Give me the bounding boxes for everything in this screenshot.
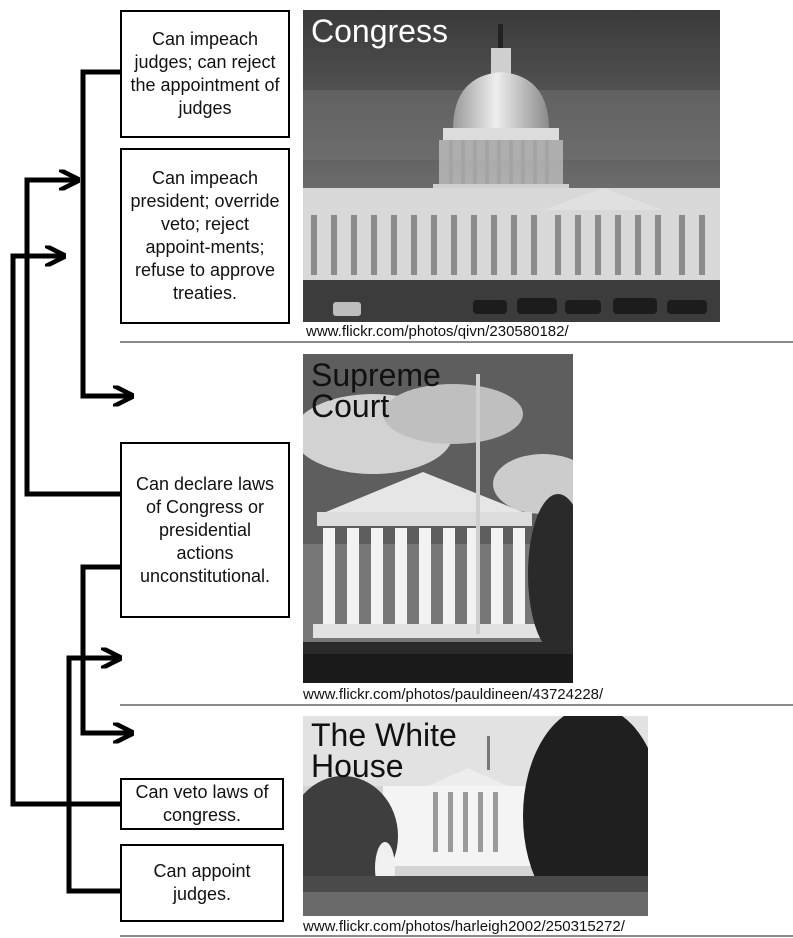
box-impeach-president-text: Can impeach president; override veto; re… — [130, 168, 280, 303]
supreme-court-title: Supreme Court — [311, 357, 441, 424]
congress-credit: www.flickr.com/photos/qivn/230580182/ — [306, 323, 569, 340]
box-impeach-president: Can impeach president; override veto; re… — [120, 148, 290, 324]
white-house-building-image — [303, 716, 648, 916]
arrow-court-to-whitehouse — [80, 564, 132, 733]
white-house-title-line1: The White — [311, 717, 457, 753]
congress-photo: Congress — [303, 10, 720, 322]
arrow-congress-to-court — [80, 69, 132, 396]
white-house-photo: The White House — [303, 716, 648, 916]
supreme-court-building-image — [303, 354, 573, 683]
white-house-title: The White House — [311, 717, 457, 784]
box-veto-laws-text: Can veto laws of congress. — [135, 782, 269, 825]
divider-white-house — [120, 935, 793, 937]
supreme-court-title-line1: Supreme — [311, 357, 441, 393]
box-impeach-judges: Can impeach judges; can reject the appoi… — [120, 10, 290, 138]
box-appoint-judges: Can appoint judges. — [120, 844, 284, 922]
divider-congress — [120, 341, 793, 343]
supreme-court-credit: www.flickr.com/photos/pauldineen/4372422… — [303, 686, 604, 703]
box-impeach-judges-text: Can impeach judges; can reject the appoi… — [130, 29, 280, 118]
arrow-appoint-to-court — [66, 658, 122, 894]
box-veto-laws: Can veto laws of congress. — [120, 778, 284, 830]
capitol-building-image — [303, 10, 720, 322]
white-house-title-line2: House — [311, 748, 404, 784]
box-declare-unconstitutional: Can declare laws of Congress or presiden… — [120, 442, 290, 618]
divider-supreme-court — [120, 704, 793, 706]
supreme-court-title-line2: Court — [311, 388, 390, 424]
supreme-court-photo: Supreme Court — [303, 354, 573, 683]
white-house-credit: www.flickr.com/photos/harleigh2002/25031… — [303, 918, 625, 935]
congress-title: Congress — [311, 13, 448, 49]
box-appoint-judges-text: Can appoint judges. — [153, 861, 251, 904]
box-declare-unconstitutional-text: Can declare laws of Congress or presiden… — [135, 473, 275, 586]
arrow-court-to-congress — [24, 180, 122, 497]
